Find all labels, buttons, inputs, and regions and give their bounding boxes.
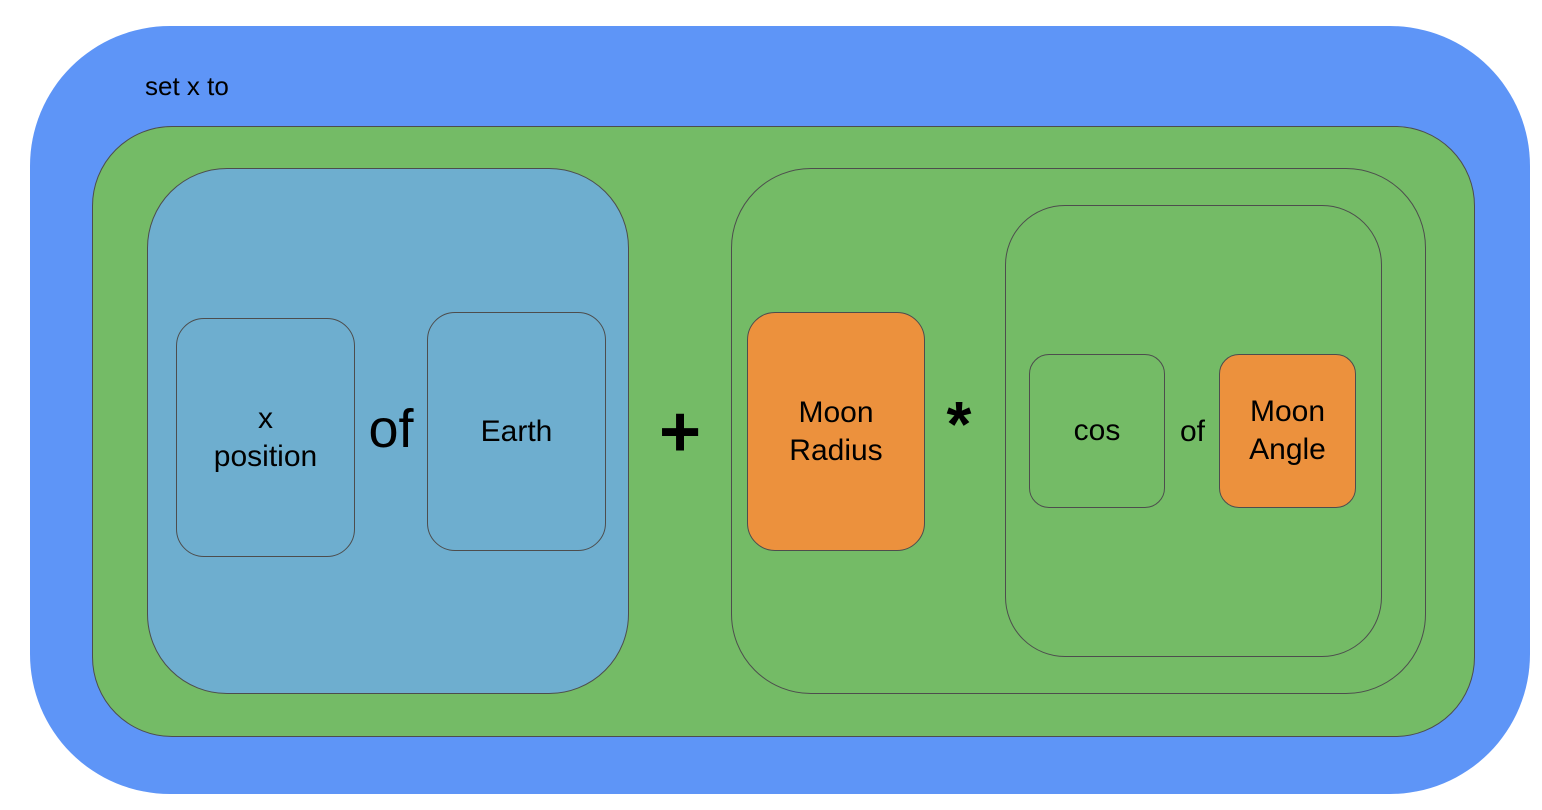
cos-of-connector-label: of bbox=[1179, 415, 1206, 448]
cos-label: cos bbox=[1073, 414, 1121, 447]
x-position-label-line1: x bbox=[258, 401, 273, 435]
moon-radius-variable[interactable]: Moon Radius bbox=[747, 312, 925, 551]
of-connector-label: of bbox=[368, 399, 414, 459]
moon-angle-variable[interactable]: Moon Angle bbox=[1219, 354, 1356, 508]
moon-radius-label-line2: Radius bbox=[789, 433, 883, 467]
moon-angle-label-line1: Moon bbox=[1249, 395, 1326, 428]
earth-label: Earth bbox=[480, 414, 553, 448]
cos-function-slot[interactable]: cos bbox=[1029, 354, 1165, 508]
multiply-operator: * bbox=[946, 388, 972, 460]
x-position-slot[interactable]: x position bbox=[176, 318, 355, 557]
moon-angle-label-line2: Angle bbox=[1249, 433, 1326, 466]
plus-operator: + bbox=[658, 392, 702, 472]
x-position-label-line2: position bbox=[213, 439, 318, 473]
earth-slot[interactable]: Earth bbox=[427, 312, 606, 551]
moon-radius-label-line1: Moon bbox=[798, 395, 874, 429]
set-statement-label: set x to bbox=[145, 71, 229, 101]
